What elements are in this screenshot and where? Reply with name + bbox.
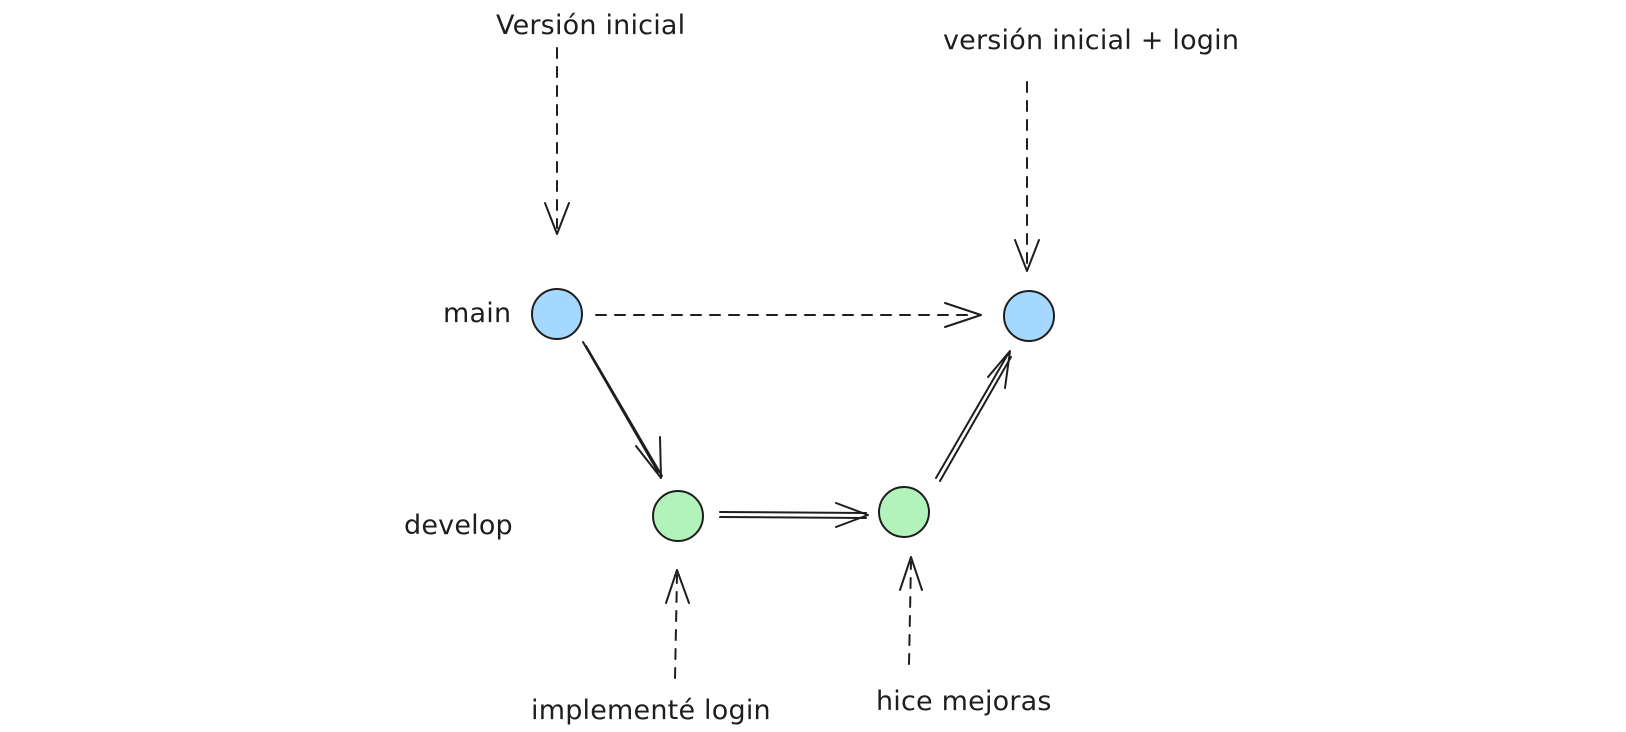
label-branch-main: main: [443, 298, 512, 329]
arrow-main-commit-1-to-main-commit-2: [595, 302, 982, 328]
arrow-version-inicial-to-main-commit-1: [544, 47, 570, 235]
arrow-main-commit-1-to-develop-commit-1: [582, 341, 663, 479]
label-hice-mejoras: hice mejoras: [876, 686, 1052, 717]
develop-commit-2-node: [878, 486, 930, 538]
arrow-implemente-login-to-develop-commit-1: [665, 569, 690, 679]
label-version-inicial: Versión inicial: [496, 10, 686, 41]
label-version-inicial-login: versión inicial + login: [943, 25, 1240, 56]
arrow-hice-mejoras-to-develop-commit-2: [899, 556, 923, 665]
main-commit-2-node: [1003, 290, 1055, 342]
arrow-develop-commit-2-to-main-commit-2: [935, 350, 1012, 482]
arrow-develop-commit-1-to-develop-commit-2: [719, 502, 869, 528]
arrow-version-login-to-main-commit-2: [1014, 81, 1040, 272]
main-commit-1-node: [531, 288, 583, 340]
develop-commit-1-node: [652, 490, 704, 542]
label-branch-develop: develop: [404, 510, 513, 541]
label-implemente-login: implementé login: [531, 695, 771, 726]
